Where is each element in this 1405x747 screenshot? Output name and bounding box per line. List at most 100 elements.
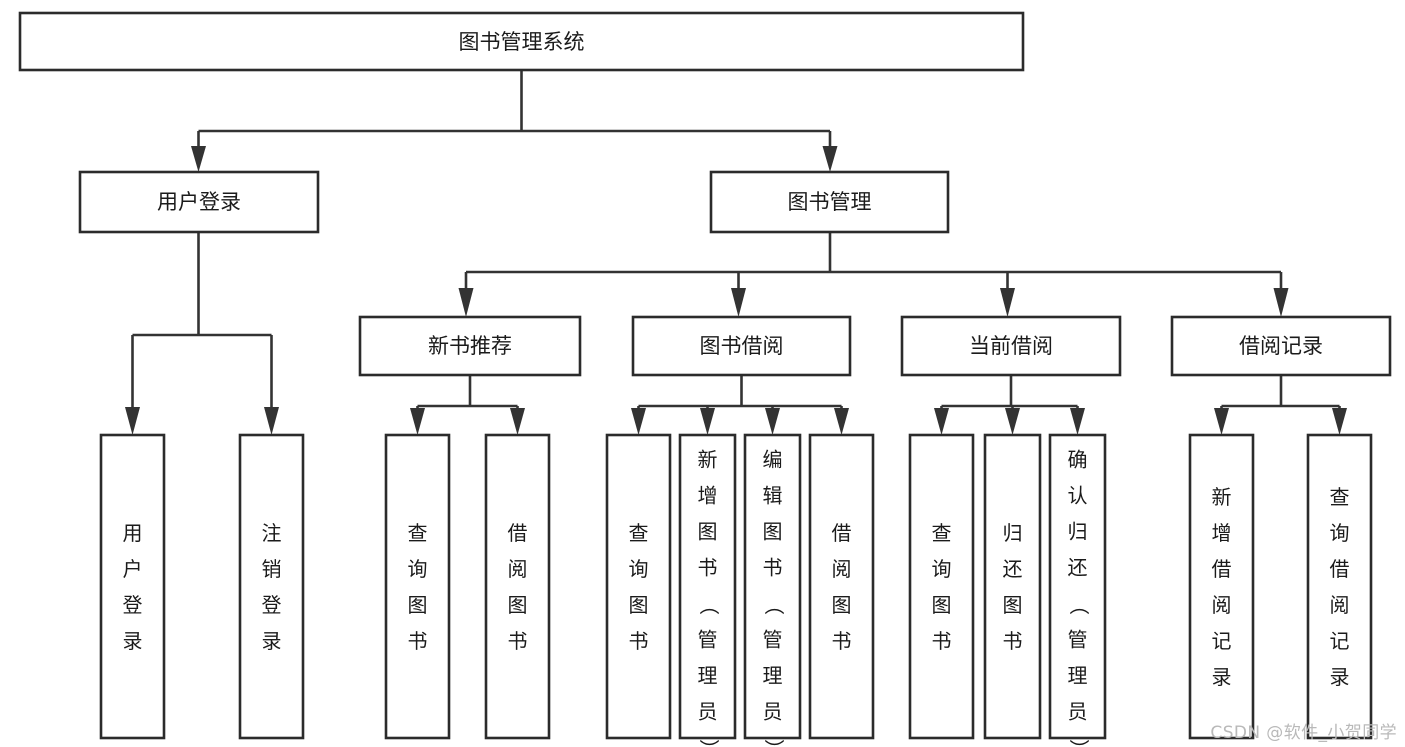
arrow-head-leaf-query-record [1332,408,1347,435]
svg-text:记: 记 [1212,629,1232,653]
arrow-head-leaf-borrow-book-rec [510,408,525,435]
svg-text:理: 理 [1068,664,1088,688]
svg-text:图: 图 [698,520,718,544]
leaf-confirm-return-box[interactable] [1048,433,1107,740]
node-root-box[interactable] [18,11,1025,72]
svg-text:图: 图 [832,593,852,617]
svg-text:认: 认 [1068,484,1088,508]
svg-text:图: 图 [763,520,783,544]
svg-text:（: （ [1067,595,1091,615]
svg-text:销: 销 [262,557,282,581]
svg-text:登: 登 [262,593,282,617]
leaf-query-record-box[interactable] [1306,433,1373,740]
svg-text:辑: 辑 [763,484,783,508]
node-current-borrow-box[interactable] [900,315,1122,377]
node-user-login-box[interactable] [78,170,320,234]
svg-text:管: 管 [1068,628,1088,652]
svg-text:录: 录 [262,629,282,653]
leaf-add-record-box[interactable] [1188,433,1255,740]
node-book-mgmt-label: 图书管理 [788,190,872,214]
svg-text:书: 书 [932,629,952,653]
nodes-layer: 图书管理系统 用户登录 图书管理 新书推荐 图书借阅 [18,11,1392,747]
node-book-mgmt-box[interactable] [709,170,950,234]
node-root-label: 图书管理系统 [459,30,585,54]
leaf-add-book-box[interactable] [678,433,737,740]
leaf-borrow-book-rec-box[interactable] [484,433,551,740]
node-borrow-record[interactable]: 借阅记录 [1170,315,1392,377]
node-user-login-label: 用户登录 [157,190,241,214]
node-book-mgmt[interactable]: 图书管理 [709,170,950,234]
svg-text:借: 借 [1330,557,1350,581]
svg-text:查: 查 [408,521,428,545]
svg-text:员: 员 [763,700,783,724]
arrow-head-leaf-query-book-borrow [631,408,646,435]
arrow-head-leaf-return-book [1005,408,1020,435]
svg-text:查: 查 [1330,485,1350,509]
node-root[interactable]: 图书管理系统 [18,11,1025,72]
svg-text:管: 管 [698,628,718,652]
svg-text:员: 员 [1068,700,1088,724]
leaf-return-book-box[interactable] [983,433,1042,740]
svg-text:阅: 阅 [1330,593,1350,617]
leaf-user-login-box[interactable] [99,433,166,740]
svg-text:还: 还 [1003,557,1023,581]
node-book-borrow-label: 图书借阅 [700,334,784,358]
node-current-borrow[interactable]: 当前借阅 [900,315,1122,377]
node-book-borrow-box[interactable] [631,315,852,377]
svg-text:书: 书 [629,629,649,653]
svg-text:用: 用 [123,521,143,545]
leaf-user-login[interactable]: 用户登录 [99,433,166,740]
node-user-login[interactable]: 用户登录 [78,170,320,234]
svg-text:询: 询 [932,557,952,581]
arrow-head-borrow-record [1273,288,1289,317]
svg-text:阅: 阅 [1212,593,1232,617]
node-new-book-rec[interactable]: 新书推荐 [358,315,582,377]
csdn-watermark: CSDN @软件_小贺同学 [1210,723,1397,743]
svg-text:（: （ [697,595,721,615]
arrow-head-leaf-logout [264,407,279,435]
leaf-query-book-rec-box[interactable] [384,433,451,740]
leaf-query-book-current-box[interactable] [908,433,975,740]
node-borrow-record-box[interactable] [1170,315,1392,377]
svg-text:）: ） [1067,739,1091,747]
svg-text:书: 书 [1003,629,1023,653]
leaf-borrow-book-box[interactable] [808,433,875,740]
arrow-head-leaf-user-login [125,407,140,435]
svg-text:（: （ [762,595,786,615]
arrow-head-leaf-query-book-rec [410,408,425,435]
svg-text:询: 询 [1330,521,1350,545]
leaf-edit-book-box[interactable] [743,433,802,740]
svg-text:归: 归 [1003,521,1023,545]
svg-text:借: 借 [832,521,852,545]
leaf-query-book-borrow-box[interactable] [605,433,672,740]
svg-text:查: 查 [932,521,952,545]
leaf-nodes-layer: 用户登录注销登录查询图书借阅图书查询图书新增图书（管理员）编辑图书（管理员）借阅… [99,433,1373,747]
svg-text:书: 书 [832,629,852,653]
node-new-book-rec-box[interactable] [358,315,582,377]
svg-text:）: ） [697,739,721,747]
svg-text:图: 图 [508,593,528,617]
node-book-borrow[interactable]: 图书借阅 [631,315,852,377]
arrow-head-leaf-query-book-current [934,408,949,435]
leaf-logout-box[interactable] [238,433,305,740]
